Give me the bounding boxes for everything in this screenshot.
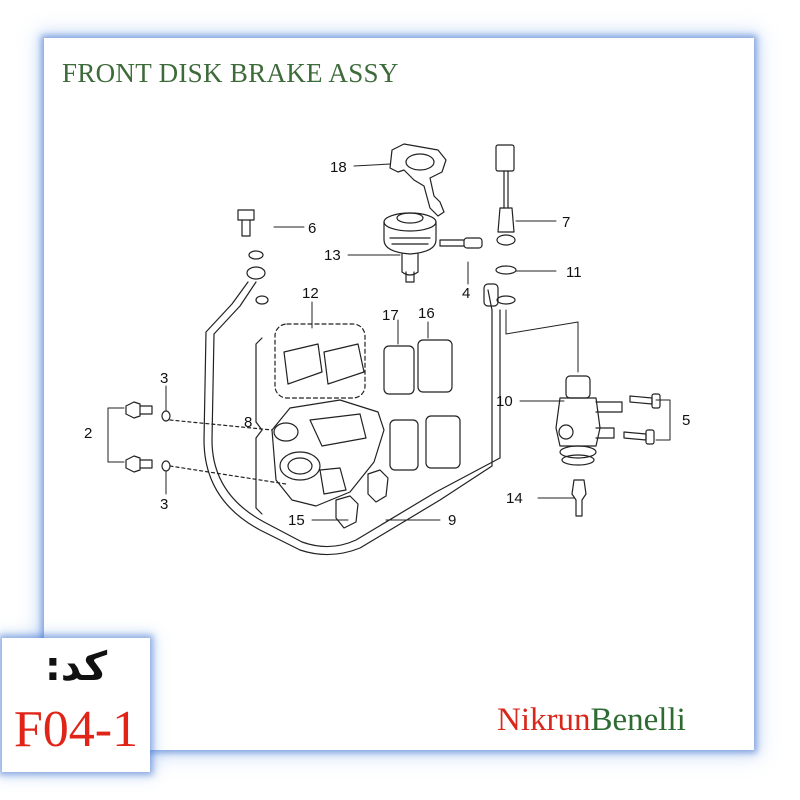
- callout-label: 10: [496, 393, 513, 410]
- callout-numbers: 18 6 13 7 11 4 12 17 16 3 10 5 2 8 3 14 …: [84, 159, 690, 529]
- pushrod-part: [571, 479, 587, 517]
- caliper-body-part: [255, 337, 385, 515]
- callout-label: 3: [160, 370, 168, 387]
- pad-bracket-part: [274, 323, 366, 399]
- callout-label: 13: [324, 247, 341, 264]
- callout-label: 8: [244, 414, 252, 431]
- pad-springs-part: [335, 469, 389, 529]
- callout-label: 17: [382, 307, 399, 324]
- callout-label: 5: [682, 412, 690, 429]
- bracket-plate-part: [389, 143, 447, 217]
- code-value: F04-1: [13, 701, 139, 758]
- diagram-title: FRONT DISK BRAKE ASSY: [62, 58, 399, 88]
- leader-lines: [107, 163, 671, 521]
- callout-label: 7: [562, 214, 570, 231]
- part-code-box: کد: F04-1: [2, 638, 150, 772]
- brake-pads-part: [383, 339, 461, 471]
- callout-label: 2: [84, 425, 92, 442]
- mc-bolts-part: [623, 393, 661, 445]
- callout-label: 18: [330, 159, 347, 176]
- callout-label: 6: [308, 220, 316, 237]
- small-bolt-part: [439, 237, 483, 249]
- callout-label: 14: [506, 490, 523, 507]
- brand-part-2: Benelli: [590, 702, 686, 738]
- brake-hose-part: [203, 281, 501, 556]
- master-cylinder-part: [555, 375, 623, 466]
- code-label: کد:: [44, 644, 108, 690]
- callout-label: 16: [418, 305, 435, 322]
- banjo-bolt-part: [237, 209, 269, 305]
- brand-watermark: NikrunBenelli: [497, 702, 686, 739]
- callout-label: 12: [302, 285, 319, 302]
- callout-label: 11: [566, 264, 582, 281]
- reservoir-part: [383, 212, 437, 283]
- callout-label: 4: [462, 285, 470, 302]
- callout-label: 15: [288, 512, 305, 529]
- brand-part-1: Nikrun: [497, 702, 591, 738]
- caliper-bolts-part: [125, 401, 287, 485]
- brake-switch-part: [495, 144, 517, 305]
- callout-label: 3: [160, 496, 168, 513]
- callout-label: 9: [448, 512, 456, 529]
